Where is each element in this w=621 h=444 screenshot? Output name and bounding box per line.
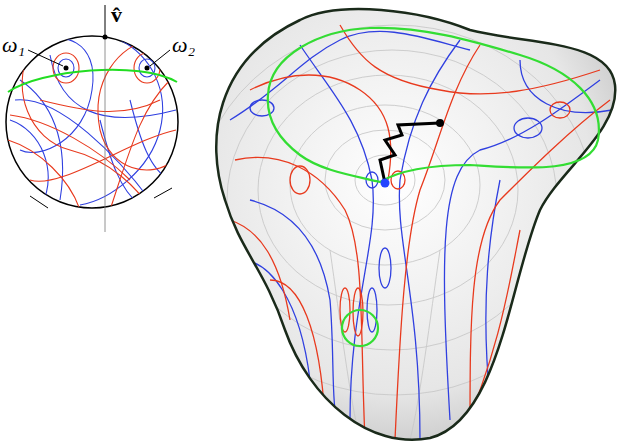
surface-blob <box>195 9 615 440</box>
point-label: ω₁ <box>2 34 25 56</box>
axis-label: v̂ <box>111 4 122 26</box>
point-label: ω₂ <box>172 34 195 56</box>
sphere <box>6 5 178 232</box>
